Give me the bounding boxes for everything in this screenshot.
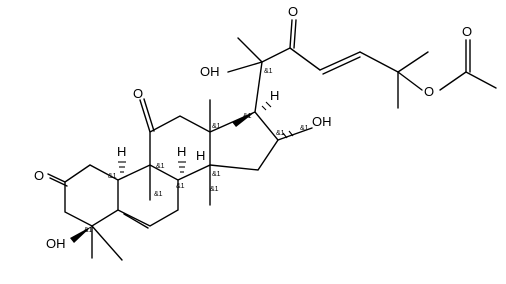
hydrogen-c8: H	[177, 144, 186, 159]
ketone-oxygen-c2: O	[34, 168, 44, 183]
stereo-labels: &1 &1 &1 &1 &1 &1 &1 &1 &1 &1 &1 &1	[84, 68, 309, 234]
stereo-label: &1	[243, 113, 252, 120]
hashed-bonds	[118, 101, 294, 173]
acetyl-carbonyl-oxygen: O	[462, 24, 472, 39]
stereo-label: &1	[264, 68, 273, 75]
hydrogen-c9: H	[196, 148, 205, 163]
stereo-label: &1	[212, 123, 221, 130]
stereo-label: &1	[300, 125, 309, 132]
ketone-oxygen-c22: O	[288, 4, 298, 19]
stereo-label: &1	[212, 171, 221, 178]
hydroxyl-c16: OH	[312, 114, 332, 129]
stereo-label: &1	[154, 191, 163, 198]
hydroxyl-c20: OH	[200, 64, 220, 79]
stereo-label: &1	[210, 186, 219, 193]
stereo-label: &1	[156, 163, 165, 170]
ester-oxygen: O	[424, 84, 434, 99]
wedge-bonds	[70, 112, 255, 243]
ring-b-bonds	[117, 164, 179, 229]
hydrogen-c10: H	[117, 144, 126, 159]
ring-c-bonds	[139, 98, 211, 181]
stereo-label: &1	[176, 183, 185, 190]
ring-d-bonds	[209, 111, 313, 206]
stereo-label: &1	[84, 227, 93, 234]
ketone-oxygen-c11: O	[133, 86, 143, 101]
hydroxyl-c3: OH	[46, 236, 66, 251]
stereo-label: &1	[108, 173, 117, 180]
stereo-label: &1	[276, 130, 285, 137]
hydrogen-c17: H	[270, 88, 279, 103]
side-chain-bonds	[227, 19, 497, 113]
